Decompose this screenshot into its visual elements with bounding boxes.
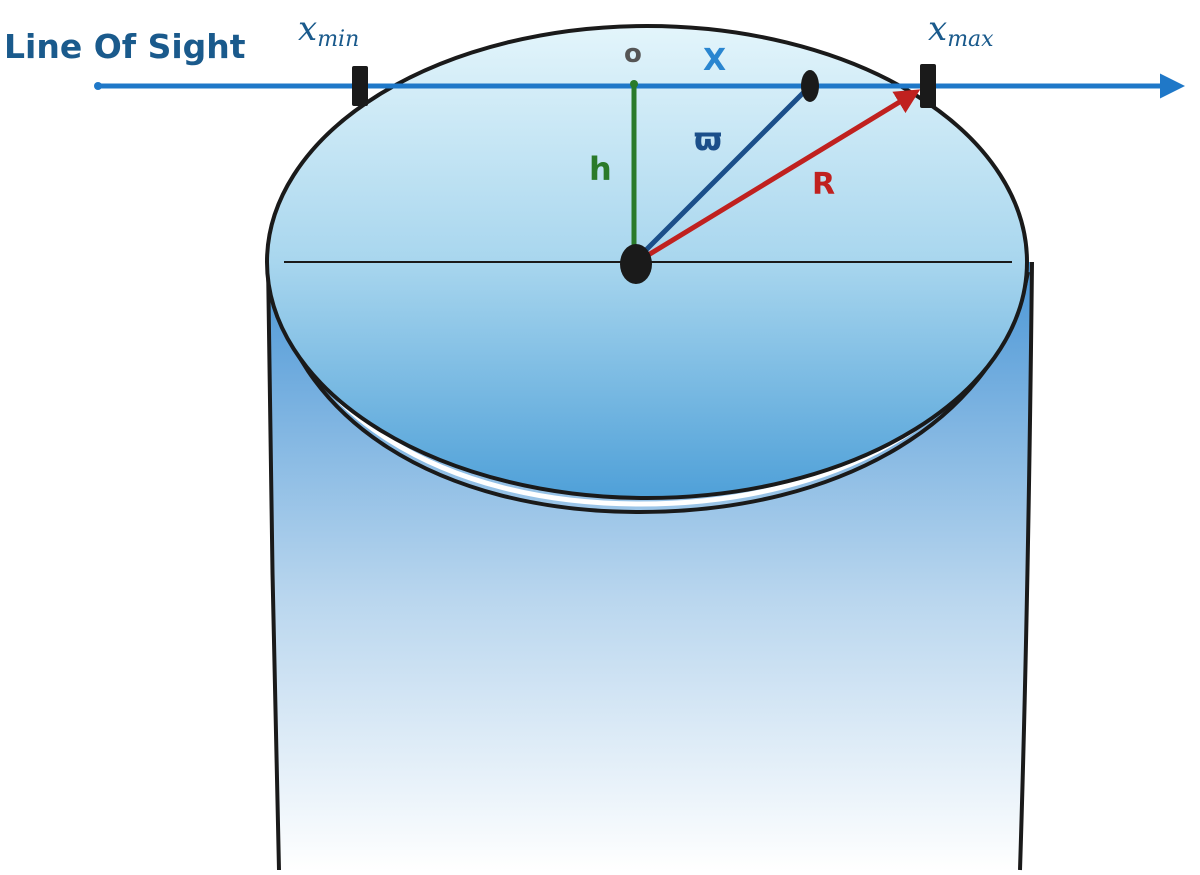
center-point	[620, 244, 652, 284]
x-max-marker	[920, 64, 936, 108]
x-min-label: xmin	[298, 9, 359, 52]
R-arrow	[638, 89, 921, 263]
varpi-label: ϖ	[694, 120, 722, 158]
h-top-dot	[630, 80, 638, 88]
x-min-marker	[352, 66, 368, 106]
h-label: h	[589, 150, 612, 188]
cylinder-left-edge	[266, 261, 281, 871]
cylinder-right-edge	[1018, 261, 1034, 871]
line-of-sight-point	[801, 70, 819, 102]
line-of-sight-label: Line Of Sight	[4, 27, 246, 66]
varpi-segment	[636, 86, 810, 260]
x-max-label: xmax	[928, 9, 994, 52]
origin-label: o	[624, 39, 642, 69]
R-label: R	[812, 167, 835, 202]
line-of-sight-start-dot	[94, 82, 102, 90]
x-label: X	[703, 43, 726, 78]
